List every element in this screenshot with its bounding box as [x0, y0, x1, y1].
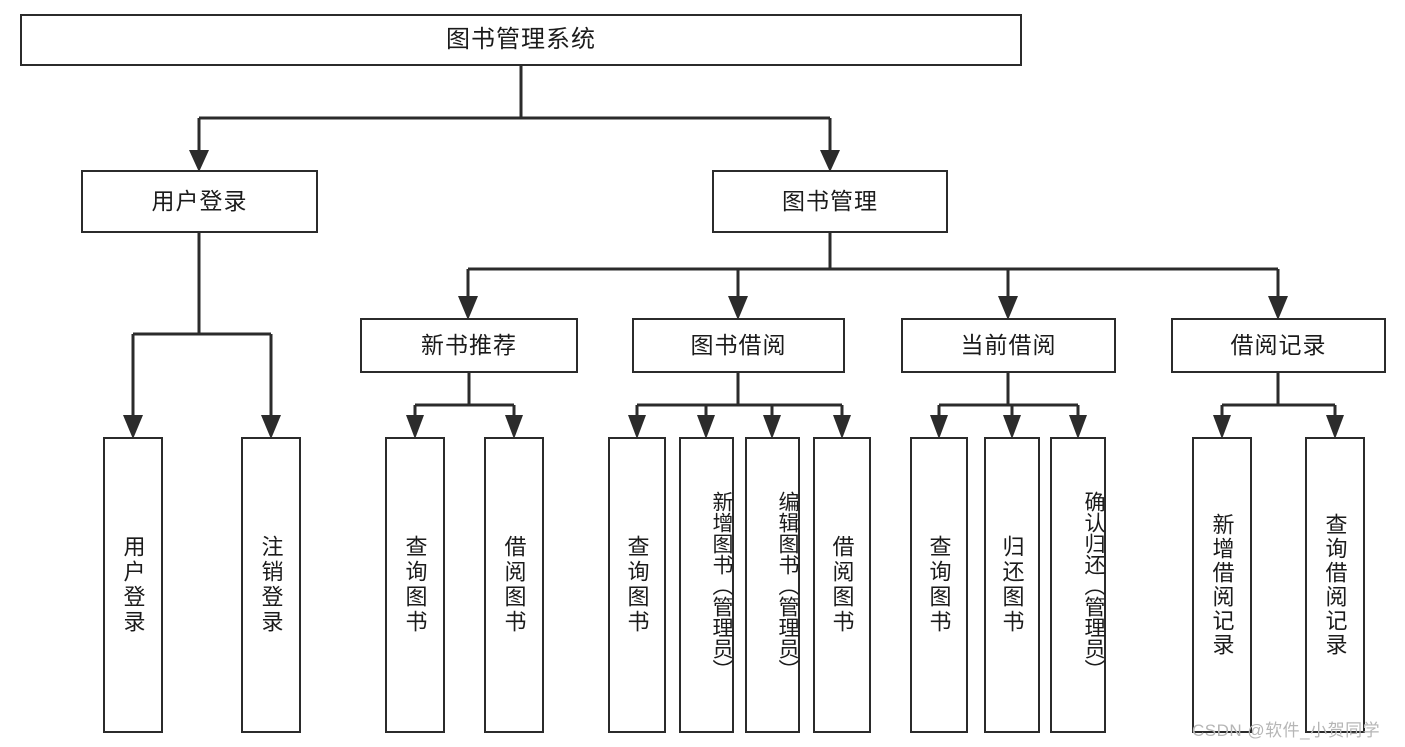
node-leaf-logout[interactable]: 注销登录	[241, 437, 301, 733]
node-leaf-add-record[interactable]: 新增借阅记录	[1192, 437, 1252, 733]
node-leaf-add-book[interactable]: 新增图书（管理员）	[679, 437, 734, 733]
node-leaf-borrow-book-rec[interactable]: 借阅图书	[484, 437, 544, 733]
node-current-borrow-label: 当前借阅	[960, 332, 1057, 359]
node-leaf-return-book[interactable]: 归还图书	[984, 437, 1040, 733]
node-borrow-record-label: 借阅记录	[1230, 332, 1327, 359]
node-leaf-add-book-label: 新增图书（管理员）	[710, 490, 733, 680]
node-new-book-recommend[interactable]: 新书推荐	[360, 318, 578, 373]
arrowheads	[123, 150, 1344, 439]
node-user-login[interactable]: 用户登录	[81, 170, 318, 233]
node-leaf-query-book-borrow[interactable]: 查询图书	[608, 437, 666, 733]
node-book-borrow-label: 图书借阅	[690, 332, 787, 359]
node-leaf-return-book-label: 归还图书	[999, 535, 1025, 635]
node-leaf-borrow-book-rec-label: 借阅图书	[501, 535, 527, 635]
node-book-manage-label: 图书管理	[782, 188, 878, 215]
node-leaf-user-login[interactable]: 用户登录	[103, 437, 163, 733]
node-leaf-query-book-rec[interactable]: 查询图书	[385, 437, 445, 733]
node-leaf-query-record-label: 查询借阅记录	[1322, 513, 1348, 657]
node-root[interactable]: 图书管理系统	[20, 14, 1022, 66]
node-leaf-edit-book-label: 编辑图书（管理员）	[776, 490, 799, 680]
node-leaf-edit-book[interactable]: 编辑图书（管理员）	[745, 437, 800, 733]
node-leaf-query-book-rec-label: 查询图书	[402, 535, 428, 635]
node-user-login-label: 用户登录	[151, 188, 248, 215]
node-current-borrow[interactable]: 当前借阅	[901, 318, 1116, 373]
node-leaf-confirm-return[interactable]: 确认归还（管理员）	[1050, 437, 1106, 733]
node-leaf-borrow-book-label: 借阅图书	[829, 535, 855, 635]
node-new-book-recommend-label: 新书推荐	[421, 332, 517, 359]
node-leaf-add-record-label: 新增借阅记录	[1209, 513, 1235, 657]
node-root-label: 图书管理系统	[446, 26, 596, 54]
node-leaf-query-book-cur[interactable]: 查询图书	[910, 437, 968, 733]
node-leaf-query-book-cur-label: 查询图书	[926, 535, 952, 635]
node-leaf-confirm-return-label: 确认归还（管理员）	[1082, 490, 1105, 680]
node-borrow-record[interactable]: 借阅记录	[1171, 318, 1386, 373]
node-leaf-query-record[interactable]: 查询借阅记录	[1305, 437, 1365, 733]
node-leaf-user-login-label: 用户登录	[120, 535, 146, 635]
node-leaf-query-book-borrow-label: 查询图书	[624, 535, 650, 635]
node-book-manage[interactable]: 图书管理	[712, 170, 948, 233]
node-leaf-borrow-book[interactable]: 借阅图书	[813, 437, 871, 733]
node-leaf-logout-label: 注销登录	[258, 535, 284, 635]
node-book-borrow[interactable]: 图书借阅	[632, 318, 845, 373]
